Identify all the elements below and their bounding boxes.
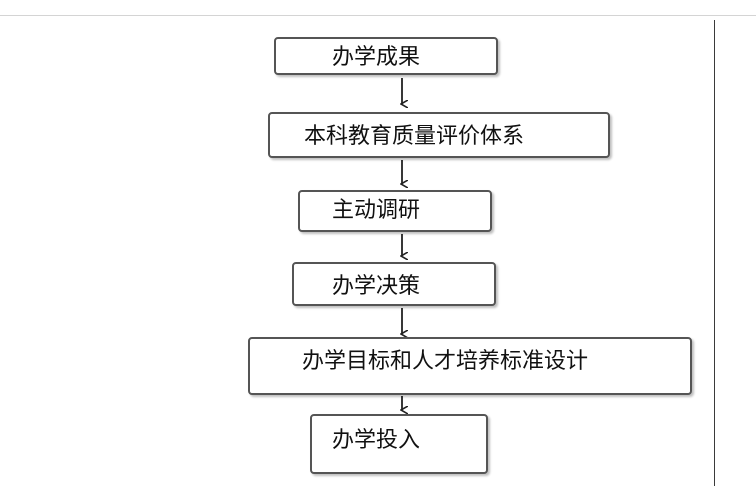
step-box-3: 主动调研: [298, 190, 492, 232]
step-box-6: 办学投入: [310, 414, 488, 474]
right-divider: [714, 20, 715, 486]
step-box-4: 办学决策: [292, 262, 496, 306]
step-box-2: 本科教育质量评价体系: [268, 112, 610, 158]
step-label-4: 办学决策: [332, 274, 421, 299]
step-label-1: 办学成果: [332, 45, 421, 70]
step-label-5: 办学目标和人才培养标准设计: [302, 349, 589, 374]
top-divider: [0, 15, 756, 16]
step-box-5: 办学目标和人才培养标准设计: [248, 337, 692, 395]
step-label-2: 本科教育质量评价体系: [304, 124, 525, 149]
step-box-1: 办学成果: [274, 37, 498, 75]
step-label-6: 办学投入: [332, 428, 421, 453]
step-label-3: 主动调研: [332, 198, 421, 223]
